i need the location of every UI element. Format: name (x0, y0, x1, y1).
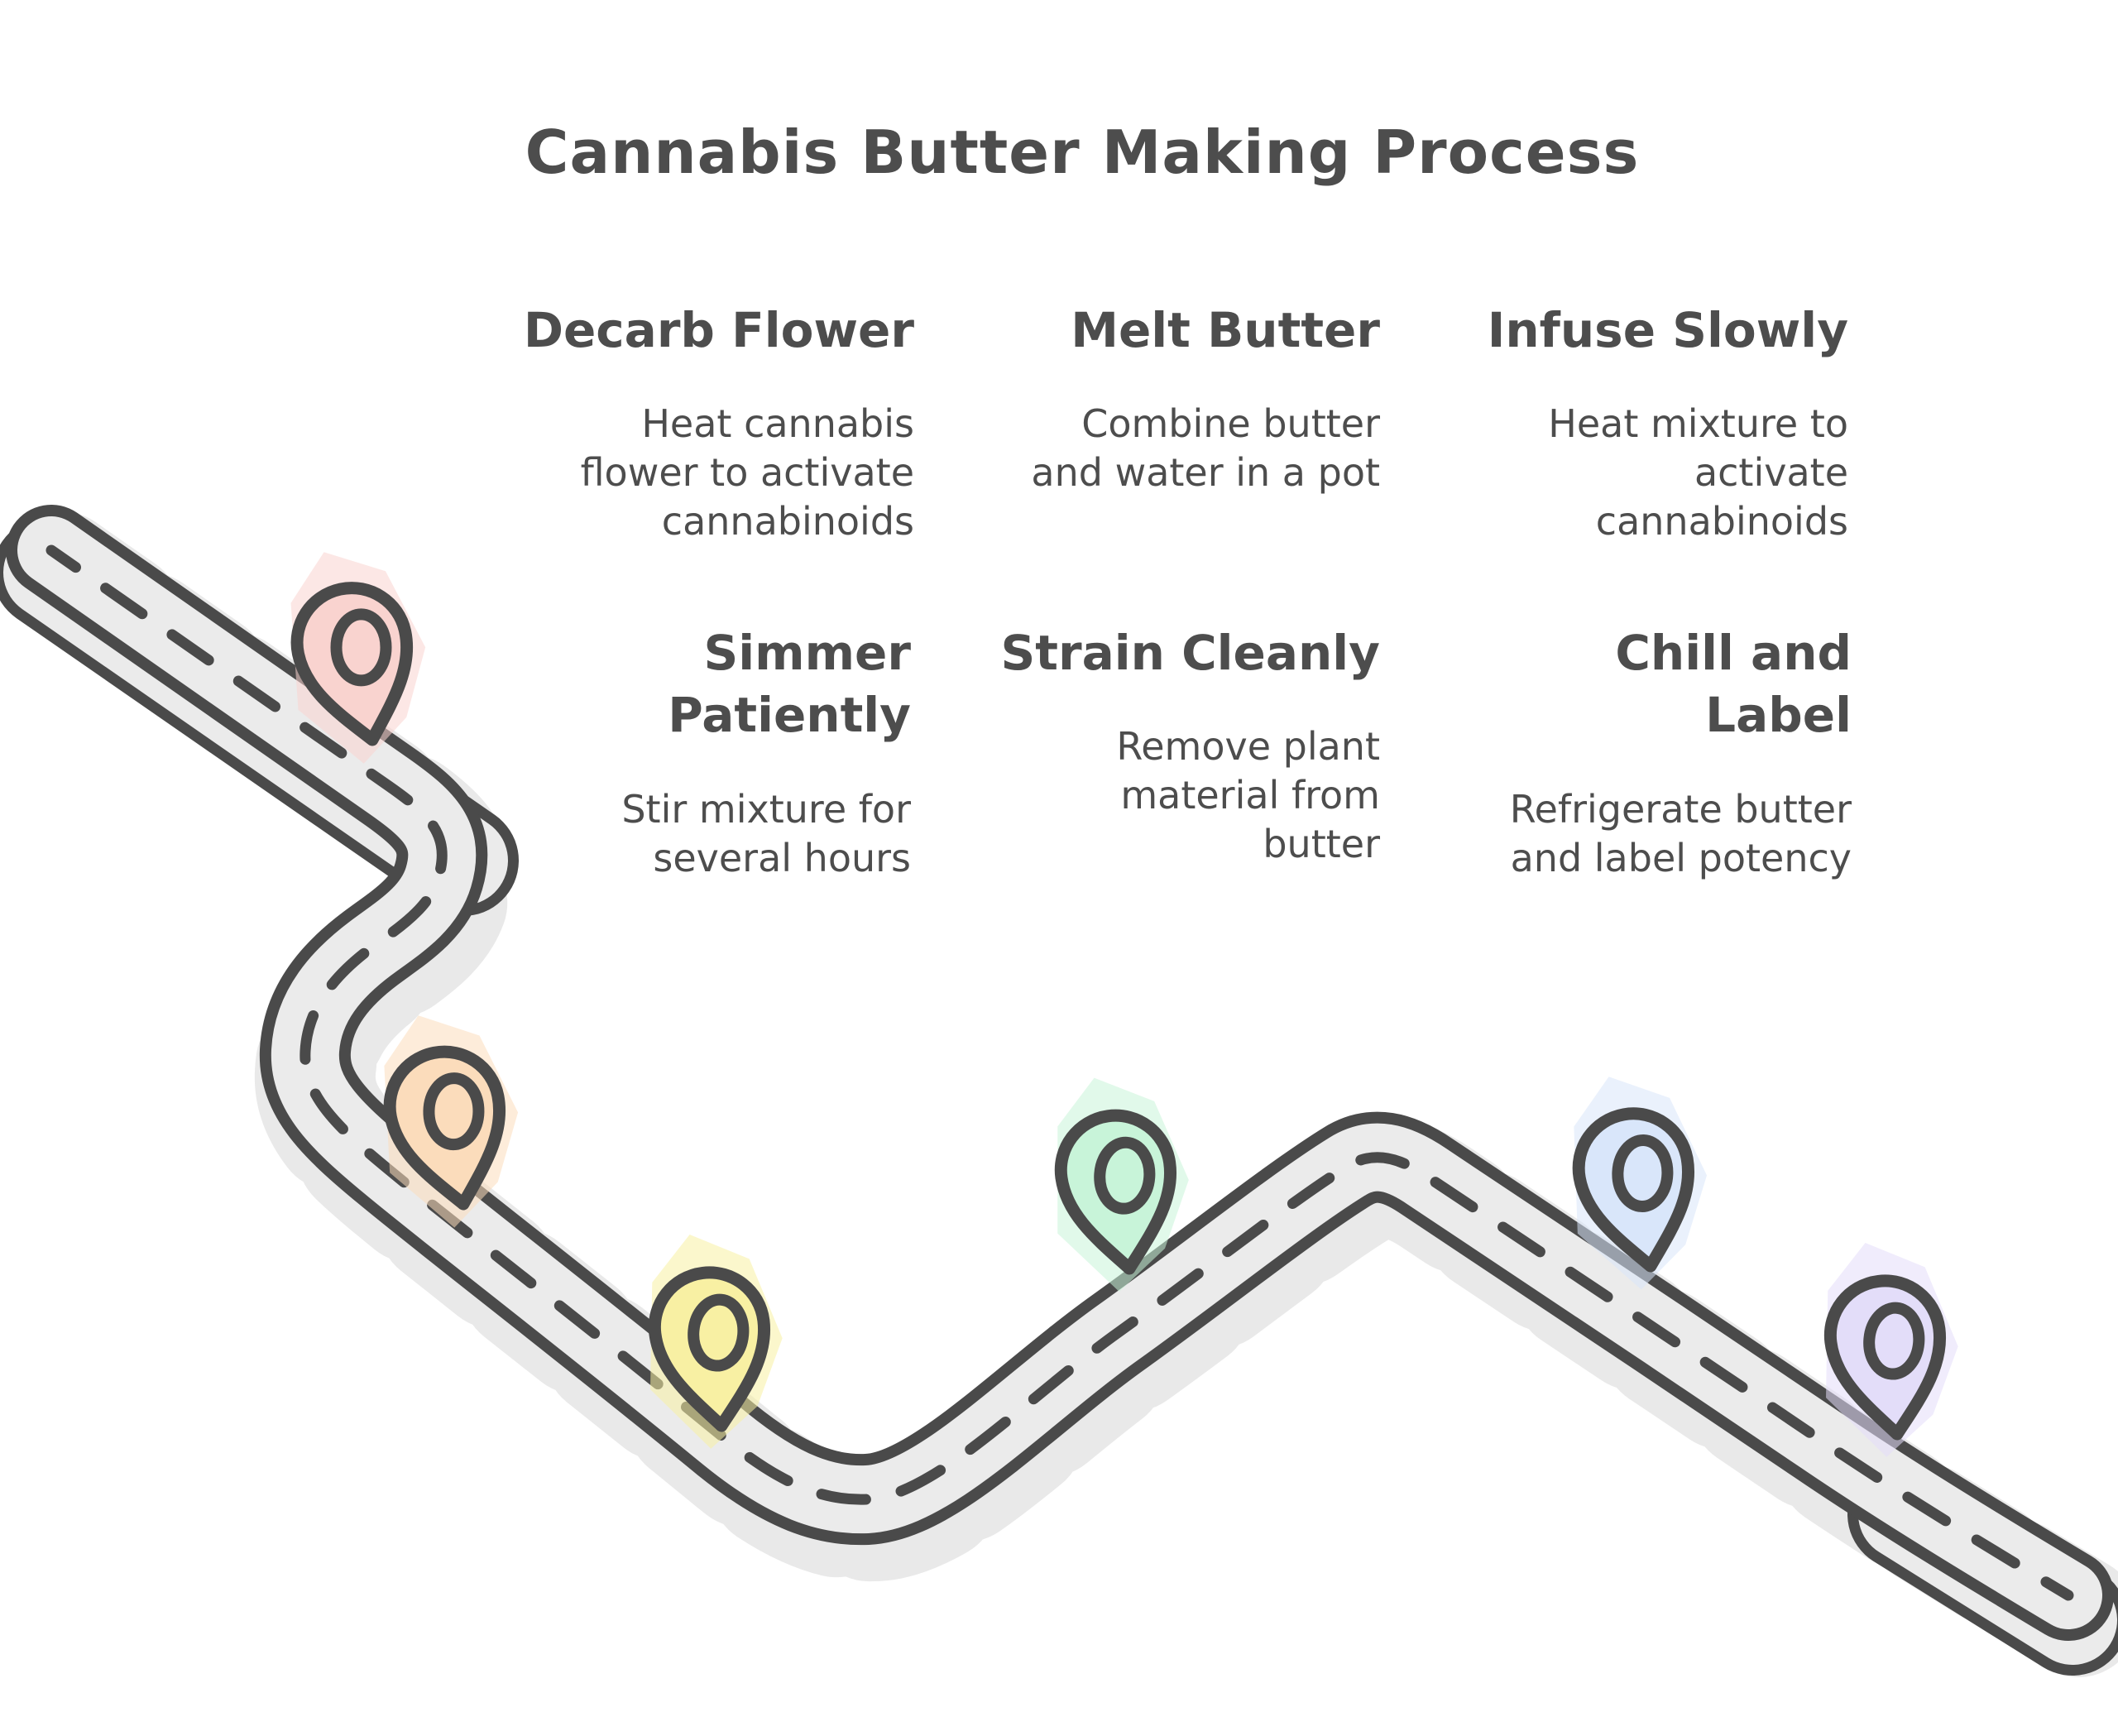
pin-sketch-line (1574, 1113, 1644, 1263)
pin-inner-ring (1612, 1134, 1674, 1212)
pin-sketch-line (1826, 1279, 1891, 1431)
road-center-dashes (46, 544, 2074, 1601)
pin-inner-ring (1094, 1136, 1156, 1215)
pin-inner-ring (688, 1293, 750, 1372)
step-block-simmer-patiently: Simmer Patiently Stir mixture for severa… (621, 622, 911, 883)
step-title: Simmer Patiently (668, 625, 911, 744)
map-pin-step-1 (290, 552, 426, 764)
diagram-title: Cannabis Butter Making Process (525, 117, 1640, 187)
step-block-strain-cleanly: Strain Cleanly Remove plant material fro… (1000, 622, 1380, 869)
step-block-melt-butter: Melt Butter Combine butter and water in … (1031, 300, 1380, 497)
step-description: Refrigerate butter and label potency (1509, 786, 1852, 880)
step-description: Heat mixture to activate cannabinoids (1548, 401, 1848, 544)
pin-sketch-line (1057, 1114, 1123, 1265)
step-title: Strain Cleanly (1000, 625, 1380, 681)
step-description: Remove plant material from butter (1116, 724, 1380, 867)
step-title: Chill and Label (1615, 625, 1852, 744)
step-description: Stir mixture for several hours (621, 786, 911, 880)
pin-sketch-line (650, 1271, 716, 1422)
map-pin-step-3 (648, 1234, 783, 1449)
map-pin-step-6 (1823, 1242, 1958, 1457)
pin-inner-ring (330, 608, 392, 687)
map-pin-step-5 (1572, 1077, 1708, 1290)
step-title: Decarb Flower (523, 302, 914, 358)
map-pin-step-2 (383, 1015, 519, 1228)
map-pin-step-4 (1054, 1077, 1189, 1292)
step-block-decarb-flower: Decarb Flower Heat cannabis flower to ac… (524, 300, 914, 546)
pin-sketch-line (293, 587, 366, 737)
step-block-infuse-slowly: Infuse Slowly Heat mixture to activate c… (1488, 300, 1848, 546)
step-description: Combine butter and water in a pot (1031, 401, 1380, 496)
step-description: Heat cannabis flower to activate cannabi… (580, 401, 914, 544)
step-title: Infuse Slowly (1487, 302, 1848, 358)
step-title: Melt Butter (1071, 302, 1380, 358)
pin-sketch-line (386, 1051, 457, 1201)
pin-inner-ring (423, 1072, 485, 1151)
pin-inner-ring (1863, 1302, 1925, 1380)
step-block-chill-and-label: Chill and Label Refrigerate butter and l… (1510, 622, 1852, 883)
